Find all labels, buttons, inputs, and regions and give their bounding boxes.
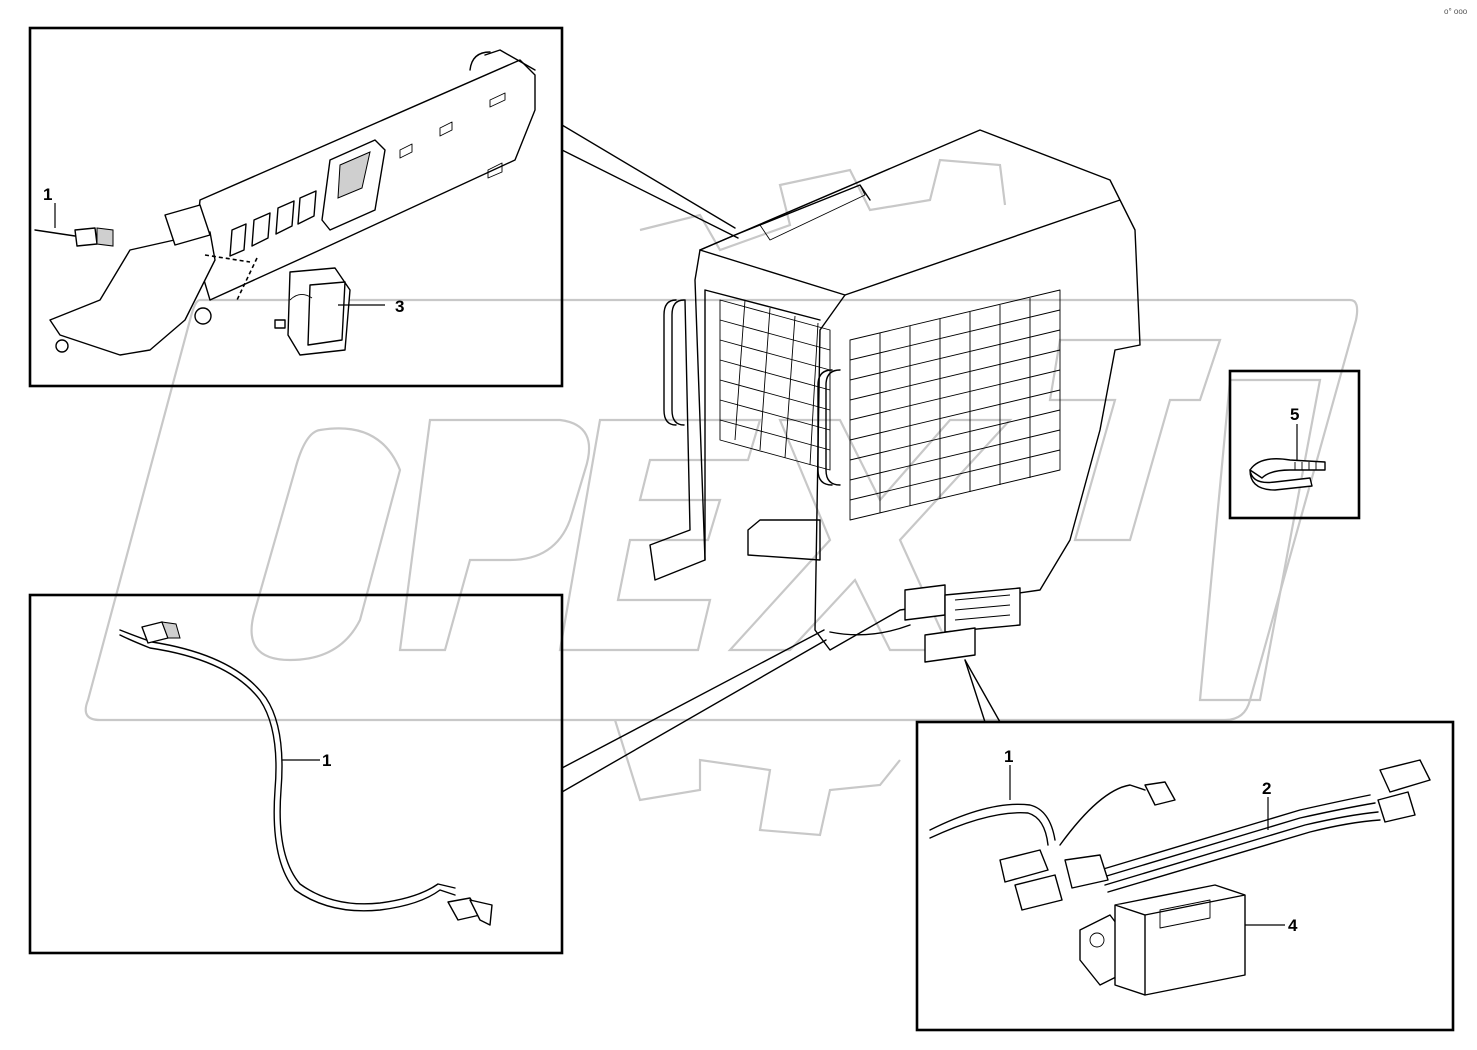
connector-cluster [999,849,1109,911]
callout-3: 3 [395,297,404,316]
cable-tie [1249,458,1326,491]
side-grille [849,289,1061,521]
callout-1-top: 1 [43,185,52,204]
callout-2: 2 [1262,779,1271,798]
inset-top-left [28,26,564,388]
cab-frame-assembly [649,129,1141,663]
callout-4: 4 [1288,916,1298,935]
inset-bottom-right [915,720,1455,1032]
callout-1-bottom-left: 1 [322,751,331,770]
panel-slots [229,190,317,257]
corner-mark: o° ooo [1444,7,1468,16]
relay-module [1079,884,1246,996]
grab-handle-right [817,369,841,486]
zoom-lines [561,124,1001,793]
grab-handle-left [663,299,685,426]
callout-1-bottom-right: 1 [1004,747,1013,766]
electrical-box [904,584,1021,663]
switch-module [274,267,351,356]
inset-right [1228,369,1361,520]
inset-bottom-right-drawing [929,759,1431,996]
cable-harness-1 [119,621,493,926]
connector-plug [34,227,114,247]
rear-grille [719,299,831,471]
harness-2 [1099,759,1431,893]
callout-5: 5 [1290,405,1299,424]
inset-bottom-left [28,593,564,955]
inset-top-left-drawing [34,49,536,356]
